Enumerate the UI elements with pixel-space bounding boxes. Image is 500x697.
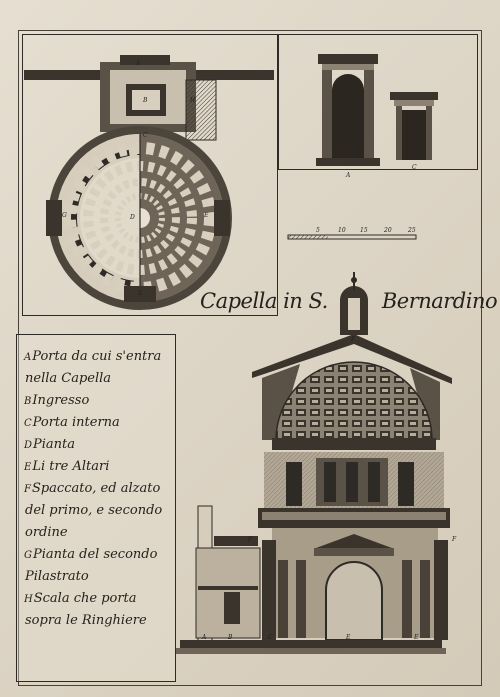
title-part1: Capella in S. — [200, 289, 328, 313]
plan-label-g: G — [62, 212, 67, 219]
door-label-a: A — [346, 172, 351, 179]
floor-plan — [24, 55, 274, 310]
plan-label-d: D — [130, 214, 135, 221]
plate-title: Capella in S. Bernardino — [200, 289, 498, 313]
legend-key: F — [24, 484, 31, 495]
legend-item: FSpaccato, ed alzato — [24, 478, 172, 500]
legend-text: Li tre Altari — [32, 459, 110, 474]
scale-label: 25 — [408, 227, 416, 234]
legend-item: del primo, e secondo — [24, 500, 172, 522]
legend-text: Spaccato, ed alzato — [31, 481, 161, 496]
door-elevations — [316, 54, 438, 166]
section-label-f-right: F — [452, 536, 457, 543]
scale-label: 15 — [360, 227, 368, 234]
section-label-c: C — [268, 634, 273, 641]
scale-label: 20 — [384, 227, 392, 234]
legend-text: del primo, e secondo — [25, 503, 163, 518]
scale-label: 5 — [316, 227, 320, 234]
legend-item: CPorta interna — [24, 412, 172, 434]
legend-text: nella Capella — [25, 371, 112, 386]
legend-item: sopra le Ringhiere — [24, 610, 172, 632]
legend-text: Scala che porta — [33, 591, 137, 606]
plan-label-a: A — [136, 60, 141, 67]
legend-key: D — [24, 440, 33, 451]
section-label-b: B — [228, 634, 233, 641]
plan-label-e-right: E — [204, 212, 209, 219]
legend-key: A — [24, 352, 32, 363]
title-part2: Bernardino — [381, 289, 498, 313]
legend-key: G — [24, 550, 32, 561]
legend-item: ordine — [24, 522, 172, 544]
plate-border — [18, 30, 482, 686]
legend-text: Ingresso — [32, 393, 90, 408]
legend-text: Porta da cui s'entra — [32, 349, 162, 364]
legend-item: ELi tre Altari — [24, 456, 172, 478]
plan-label-h: H — [190, 97, 196, 104]
legend-item: nella Capella — [24, 368, 172, 390]
section-elevation — [176, 272, 452, 654]
legend-item: BIngresso — [24, 390, 172, 412]
legend-item: APorta da cui s'entra — [24, 346, 172, 368]
legend-text: ordine — [25, 525, 68, 540]
legend-item: Pilastrato — [24, 566, 172, 588]
legend-key: B — [24, 396, 32, 407]
doors-frame — [278, 34, 478, 170]
legend-frame — [16, 334, 176, 682]
legend-text: Pilastrato — [25, 569, 89, 584]
section-label-f-top: F — [351, 336, 356, 343]
legend-item: GPianta del secondo — [24, 544, 172, 566]
scale-bar — [287, 234, 417, 240]
scale-label: 10 — [338, 227, 346, 234]
legend-item: HScala che porta — [24, 588, 172, 610]
legend-text: sopra le Ringhiere — [25, 613, 147, 628]
legend-text: Pianta del secondo — [33, 547, 158, 562]
section-label-e: E — [346, 634, 351, 641]
legend-key: C — [24, 418, 32, 429]
legend-key: E — [24, 462, 32, 473]
door-label-c: C — [412, 164, 417, 171]
plan-label-b: B — [143, 97, 148, 104]
legend-text: Pianta — [33, 437, 76, 452]
plan-frame — [22, 34, 278, 316]
legend-item: DPianta — [24, 434, 172, 456]
legend-text: Porta interna — [32, 415, 120, 430]
section-label-f-left: F — [248, 536, 253, 543]
legend: APorta da cui s'entra nella Capella BIng… — [24, 346, 172, 632]
section-label-e: E — [414, 634, 419, 641]
plan-label-e-bottom: E — [138, 290, 143, 297]
plan-label-c: C — [143, 132, 148, 139]
legend-key: H — [24, 594, 33, 605]
section-label-a: A — [202, 634, 207, 641]
